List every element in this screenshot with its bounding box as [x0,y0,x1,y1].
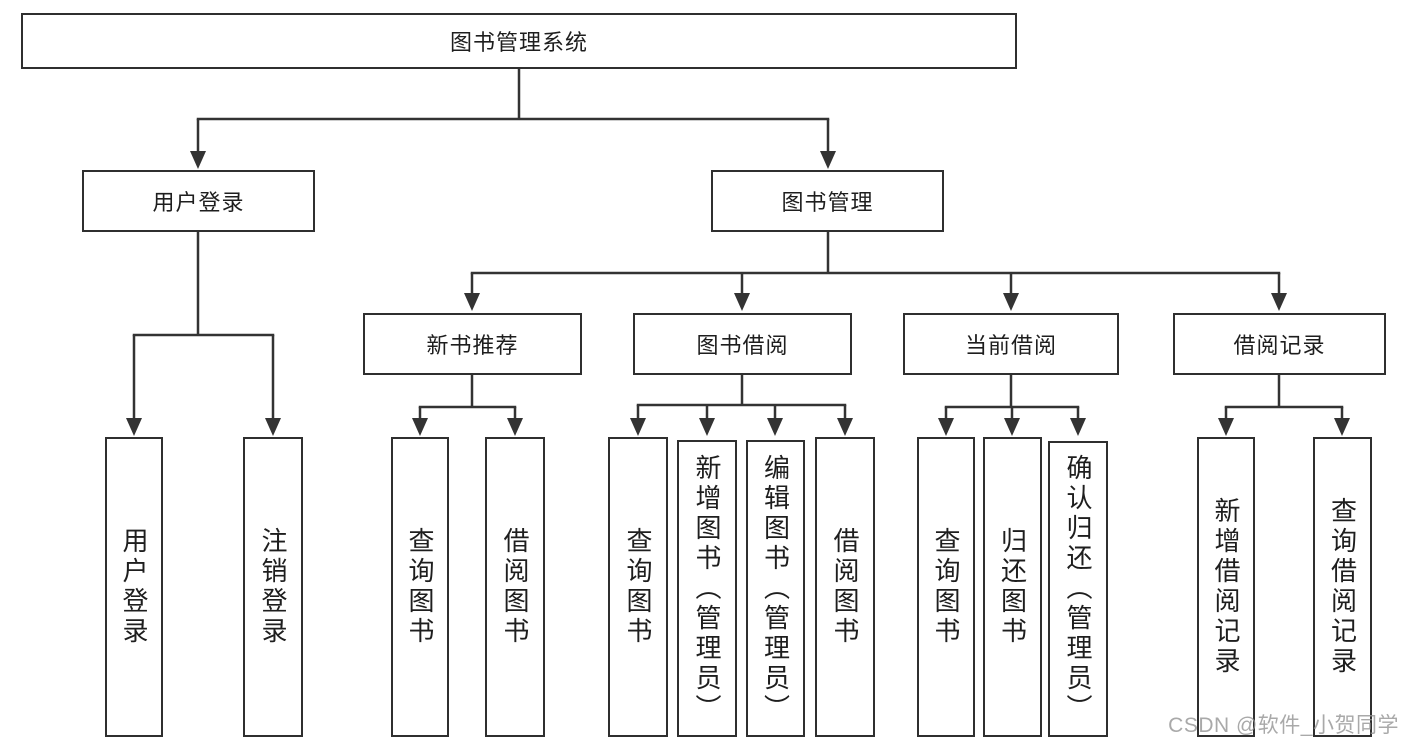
node-book-management-branch: 图书管理 [711,170,944,232]
node-library-management-system: 图书管理系统 [21,13,1017,69]
node-leaf-return-book: 归还图书 [983,437,1042,737]
node-leaf-query-books-borrow: 查询图书 [608,437,668,737]
node-leaf-logout: 注销登录 [243,437,303,737]
node-leaf-edit-book-admin: 编辑图书（管理员） [746,440,805,737]
node-leaf-add-borrow-record: 新增借阅记录 [1197,437,1255,737]
node-leaf-confirm-return-admin: 确认归还（管理员） [1048,441,1108,737]
connector-arrow-stems [132,119,1344,421]
node-leaf-query-books-recommend: 查询图书 [391,437,449,737]
node-book-borrowing: 图书借阅 [633,313,852,375]
node-user-login-branch: 用户登录 [82,170,315,232]
node-borrowing-records: 借阅记录 [1173,313,1386,375]
node-new-book-recommendation: 新书推荐 [363,313,582,375]
node-leaf-add-book-admin: 新增图书（管理员） [677,440,737,737]
node-leaf-query-borrow-record: 查询借阅记录 [1313,437,1372,737]
node-leaf-user-login: 用户登录 [105,437,163,737]
node-current-borrowing: 当前借阅 [903,313,1119,375]
node-leaf-borrow-books-recommend: 借阅图书 [485,437,545,737]
connector-spines [132,67,1344,409]
node-leaf-query-books-current: 查询图书 [917,437,975,737]
node-leaf-borrow-books: 借阅图书 [815,437,875,737]
arrowhead-icon [126,151,1350,436]
